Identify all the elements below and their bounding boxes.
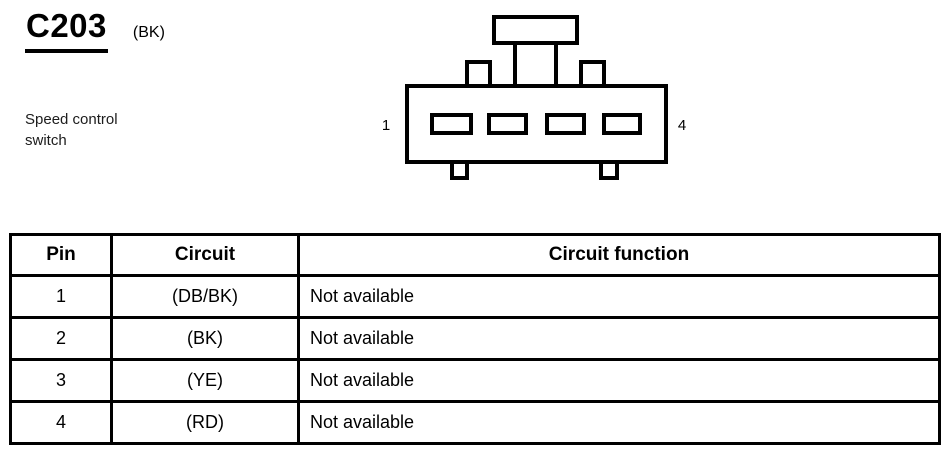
header-circuit-function: Circuit function <box>297 233 941 277</box>
pin-number-label-left: 1 <box>381 117 391 134</box>
connector-foot-left <box>450 162 469 180</box>
pin-cavity-1 <box>430 113 473 135</box>
circuit-function: Not available <box>297 274 941 319</box>
circuit-code: (DB/BK) <box>110 274 300 319</box>
circuit-function: Not available <box>297 316 941 361</box>
pin-number: 2 <box>9 316 113 361</box>
circuit-code: (RD) <box>110 400 300 445</box>
header-circuit: Circuit <box>110 233 300 277</box>
connector-rib-left <box>465 60 492 88</box>
connector-latch-tab <box>492 15 579 45</box>
pin-cavity-4 <box>602 113 642 135</box>
circuit-function: Not available <box>297 358 941 403</box>
connector-rib-right <box>579 60 606 88</box>
pin-number: 3 <box>9 358 113 403</box>
connector-diagram: 1 4 <box>380 10 700 190</box>
connector-id: C203 <box>25 6 108 53</box>
pin-number: 4 <box>9 400 113 445</box>
pinout-table: Pin Circuit Circuit function 1 (DB/BK) N… <box>9 233 941 445</box>
connector-body <box>405 84 668 164</box>
connector-latch-stem <box>513 43 558 88</box>
pin-cavity-3 <box>545 113 586 135</box>
pin-number-label-right: 4 <box>677 117 687 134</box>
table-header-row: Pin Circuit Circuit function <box>9 233 941 277</box>
connector-description: Speed control switch <box>25 111 118 149</box>
circuit-code: (YE) <box>110 358 300 403</box>
pin-cavity-2 <box>487 113 528 135</box>
connector-foot-right <box>599 162 619 180</box>
circuit-code: (BK) <box>110 316 300 361</box>
pin-number: 1 <box>9 274 113 319</box>
header-pin: Pin <box>9 233 113 277</box>
table-row: 4 (RD) Not available <box>9 400 941 445</box>
table-row: 2 (BK) Not available <box>9 316 941 361</box>
circuit-function: Not available <box>297 400 941 445</box>
title-row: C203 (BK) <box>25 6 165 53</box>
table-row: 1 (DB/BK) Not available <box>9 274 941 319</box>
table-row: 3 (YE) Not available <box>9 358 941 403</box>
connector-color-code: (BK) <box>132 24 165 41</box>
